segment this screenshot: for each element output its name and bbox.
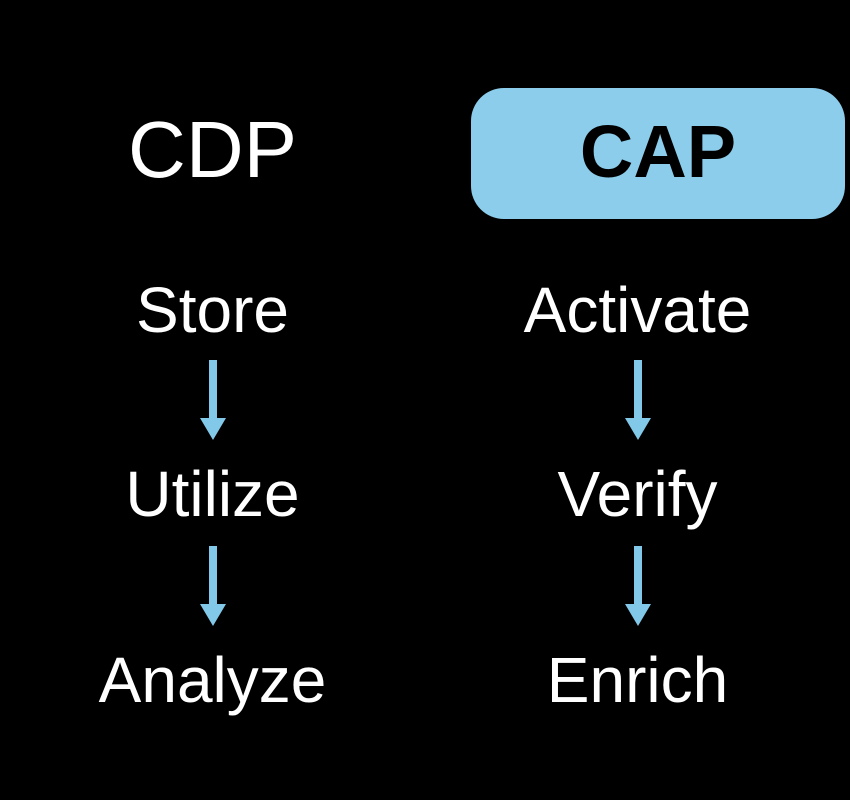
cap-step-3-label: Enrich <box>546 644 729 716</box>
cap-badge-shape: CAP <box>471 88 845 219</box>
cdp-connector-1-down-arrow-icon <box>193 360 233 446</box>
cap-step-1-label: Activate <box>523 274 752 346</box>
cdp-step-1-label: Store <box>136 274 289 346</box>
column-cdp: CDP Store Utilize Analyze <box>98 105 327 716</box>
column-cap-heading-label: CAP <box>579 109 737 193</box>
cap-connector-2-down-arrow-icon <box>618 546 658 632</box>
cdp-step-2-label: Utilize <box>125 458 300 530</box>
column-cap-heading-badge: CAP <box>471 88 845 219</box>
cap-connector-1-down-arrow-icon <box>618 360 658 446</box>
cap-step-2-label: Verify <box>557 458 718 530</box>
column-cap: CAP Activate Verify Enrich <box>425 0 850 800</box>
column-cdp-heading: CDP <box>128 105 297 194</box>
cdp-step-3-label: Analyze <box>98 644 327 716</box>
cdp-connector-2-down-arrow-icon <box>193 546 233 632</box>
